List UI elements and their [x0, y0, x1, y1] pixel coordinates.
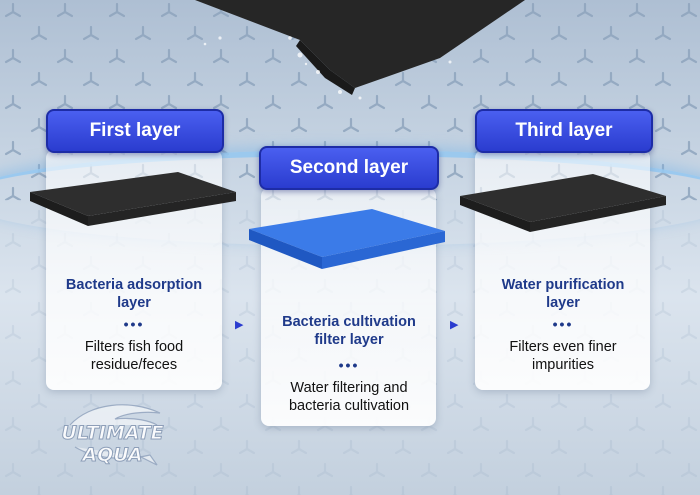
second-layer-title: Bacteria cultivation filter layer — [282, 314, 416, 348]
second-layer-desc: Water filtering and bacteria cultivation — [288, 380, 410, 414]
third-layer-desc: Filters even finer impurities — [509, 339, 617, 373]
black-sponge-image-2 — [460, 174, 666, 232]
logo-text: ULTIMATE AQUA — [61, 422, 164, 467]
arrow-right-icon: ▶ — [235, 319, 244, 331]
second-layer-dots: ••• — [338, 357, 360, 373]
blue-sponge-image — [249, 209, 445, 269]
shark-logo-icon — [69, 404, 161, 466]
ultimate-aqua-logo: ULTIMATE AQUA — [45, 395, 180, 470]
third-layer-tag: Third layer — [475, 109, 653, 153]
arrow-right-icon: ▶ — [450, 319, 459, 331]
first-layer-dots: ••• — [123, 316, 145, 332]
top-sponge-image — [195, 0, 525, 100]
black-sponge-image-1 — [30, 172, 236, 226]
third-layer-title: Water purification layer — [501, 277, 625, 311]
first-layer-title: Bacteria adsorption layer — [65, 277, 203, 311]
first-layer-tag: First layer — [46, 109, 224, 153]
first-layer-desc: Filters fish food residue/feces — [84, 339, 184, 373]
second-layer-tag: Second layer — [259, 146, 439, 190]
third-layer-dots: ••• — [552, 316, 574, 332]
